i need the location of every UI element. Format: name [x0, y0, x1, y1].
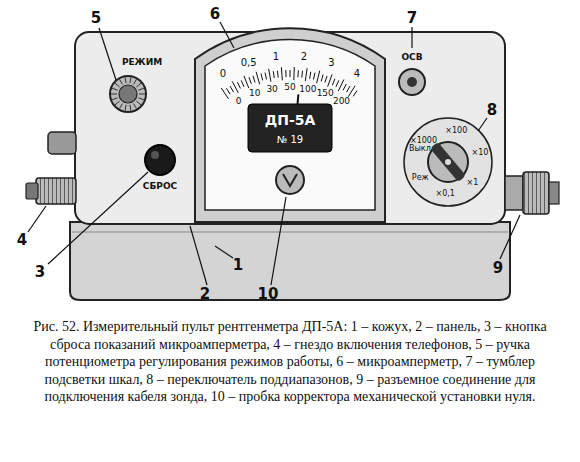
nameplate: [248, 104, 332, 152]
switch-position: ×1: [467, 179, 479, 187]
panel-label: РЕЖИМ: [122, 58, 162, 67]
scale-number: 200: [333, 96, 350, 105]
nameplate-text: ДП-5А: [265, 113, 316, 127]
callout-number: 7: [407, 11, 417, 26]
scale-number: 2: [301, 52, 307, 62]
scale-number: 100: [299, 84, 316, 93]
scale-tick: [293, 67, 294, 80]
callout-number: 9: [493, 261, 503, 276]
callout-number: 1: [233, 258, 243, 273]
scale-tick: [237, 82, 240, 88]
phone-jack: [36, 178, 76, 204]
device-illustration: [0, 0, 580, 305]
callout-number: 2: [200, 287, 210, 302]
callout-number: 8: [487, 103, 497, 118]
switch-position: Реж: [412, 174, 429, 182]
scale-number: 0,5: [241, 58, 257, 68]
scale-tick: [343, 84, 346, 90]
scale-number: 50: [284, 83, 295, 92]
clip: [48, 132, 76, 154]
scale-tick: [310, 72, 311, 79]
scale-tick: [297, 70, 298, 77]
scale-tick: [332, 79, 335, 85]
housing: [70, 222, 510, 300]
light-toggle: [399, 69, 425, 95]
panel: [75, 32, 505, 224]
scale-number: 1: [273, 52, 279, 62]
callout-number: 6: [210, 7, 220, 22]
scale-tick: [325, 76, 327, 83]
scale-tick: [256, 72, 260, 84]
scale-tick: [321, 75, 323, 82]
callout-number: 10: [258, 287, 279, 302]
scale-number: 30: [266, 84, 277, 93]
microammeter: [195, 28, 385, 222]
scale-tick: [277, 71, 279, 78]
scale-tick: [241, 80, 244, 86]
scale-tick: [230, 86, 234, 92]
scale-tick: [336, 80, 339, 86]
figure-caption: Рис. 52. Измерительный пульт рентгенметр…: [18, 318, 562, 406]
scale-tick: [285, 70, 286, 77]
scale-tick: [273, 71, 275, 78]
callout-number: 3: [35, 265, 45, 280]
leader-lines: [28, 22, 520, 285]
panel-label: ОСВ: [401, 53, 422, 62]
switch-position: ×10: [471, 149, 488, 157]
switch-position: Выкл: [409, 145, 431, 153]
reset-button: [145, 145, 175, 175]
scale-tick: [317, 71, 320, 84]
scale-tick: [249, 77, 251, 84]
scale-number: 150: [317, 89, 334, 98]
zero-corrector: [276, 166, 304, 194]
scale-tick: [244, 76, 249, 88]
range-switch: [404, 118, 492, 206]
scale-tick: [226, 88, 230, 94]
scale-number: 4: [354, 69, 360, 79]
switch-position: ×100: [445, 127, 467, 135]
callout-number: 5: [91, 11, 101, 26]
scale-number: 3: [328, 58, 334, 68]
scale-number: 10: [249, 89, 260, 98]
scale-tick: [353, 91, 357, 97]
scale-tick: [347, 86, 351, 92]
switch-position: ×0,1: [435, 190, 454, 198]
scale-tick: [265, 73, 266, 80]
scale-tick: [313, 73, 314, 80]
scale-number: 0: [220, 69, 226, 79]
scale-tick: [281, 67, 283, 80]
scale-tick: [301, 71, 303, 78]
mode-knob: [110, 76, 146, 112]
scale-tick: [253, 76, 255, 83]
scale-number: 0: [236, 96, 242, 105]
callout-number: 4: [17, 233, 27, 248]
serial-number: № 19: [277, 135, 303, 145]
scale-tick: [290, 70, 291, 77]
panel-label: СБРОС: [143, 182, 177, 191]
cable-connector: [505, 176, 523, 210]
scale-tick: [305, 68, 307, 81]
scale-tick: [328, 74, 332, 86]
scale-tick: [269, 69, 271, 82]
scale-tick: [261, 74, 263, 81]
